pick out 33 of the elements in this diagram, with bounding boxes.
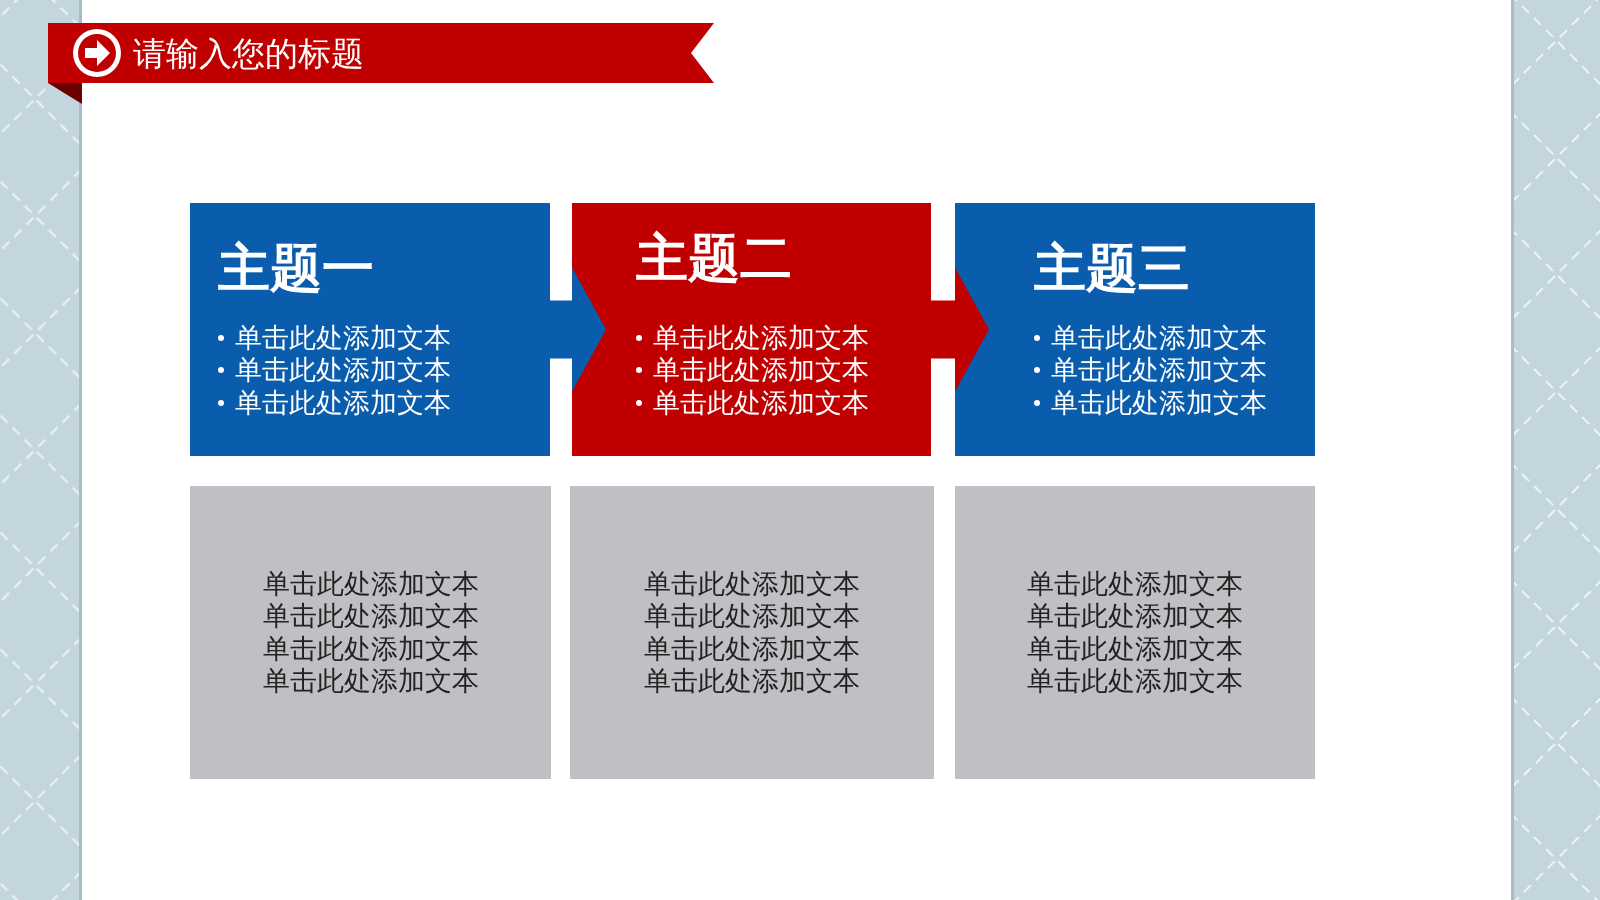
block-arrow — [931, 267, 989, 392]
slide-title: 请输入您的标题 — [133, 34, 364, 74]
topic-card — [955, 203, 1315, 456]
text-line: 单击此处添加文本 — [1027, 632, 1243, 665]
text-line: 单击此处添加文本 — [262, 664, 479, 698]
text-line: 单击此处添加文本 — [644, 664, 860, 698]
text-line: 单击此处添加文本 — [1027, 600, 1243, 633]
bullet-text: 单击此处添加文本 — [235, 386, 451, 419]
block-arrow — [550, 267, 606, 392]
text-line: 单击此处添加文本 — [644, 632, 860, 665]
bullet-text: 单击此处添加文本 — [1051, 322, 1267, 355]
text-line: 单击此处添加文本 — [262, 567, 479, 601]
bullet-text: 单击此处添加文本 — [1051, 354, 1267, 387]
text-line: 单击此处添加文本 — [1027, 664, 1243, 698]
bullet-text: 单击此处添加文本 — [235, 354, 451, 387]
text-line: 单击此处添加文本 — [644, 600, 860, 633]
bullet-text: 单击此处添加文本 — [235, 322, 451, 355]
text-line: 单击此处添加文本 — [644, 567, 860, 601]
text-line: 单击此处添加文本 — [262, 600, 479, 633]
topic-heading: 主题三 — [1034, 238, 1190, 298]
topic-heading: 主题二 — [636, 228, 792, 288]
text-line: 单击此处添加文本 — [262, 632, 479, 665]
bullet-text: 单击此处添加文本 — [653, 322, 869, 355]
topic-card — [572, 203, 931, 456]
bullet-text: 单击此处添加文本 — [1051, 386, 1267, 419]
text-card — [570, 486, 934, 779]
text-card — [190, 486, 551, 779]
text-card — [955, 486, 1315, 779]
bullet-text: 单击此处添加文本 — [653, 354, 869, 387]
topic-heading: 主题一 — [218, 238, 374, 298]
topic-card — [190, 203, 550, 456]
bullet-text: 单击此处添加文本 — [653, 386, 869, 419]
text-line: 单击此处添加文本 — [1027, 567, 1243, 601]
